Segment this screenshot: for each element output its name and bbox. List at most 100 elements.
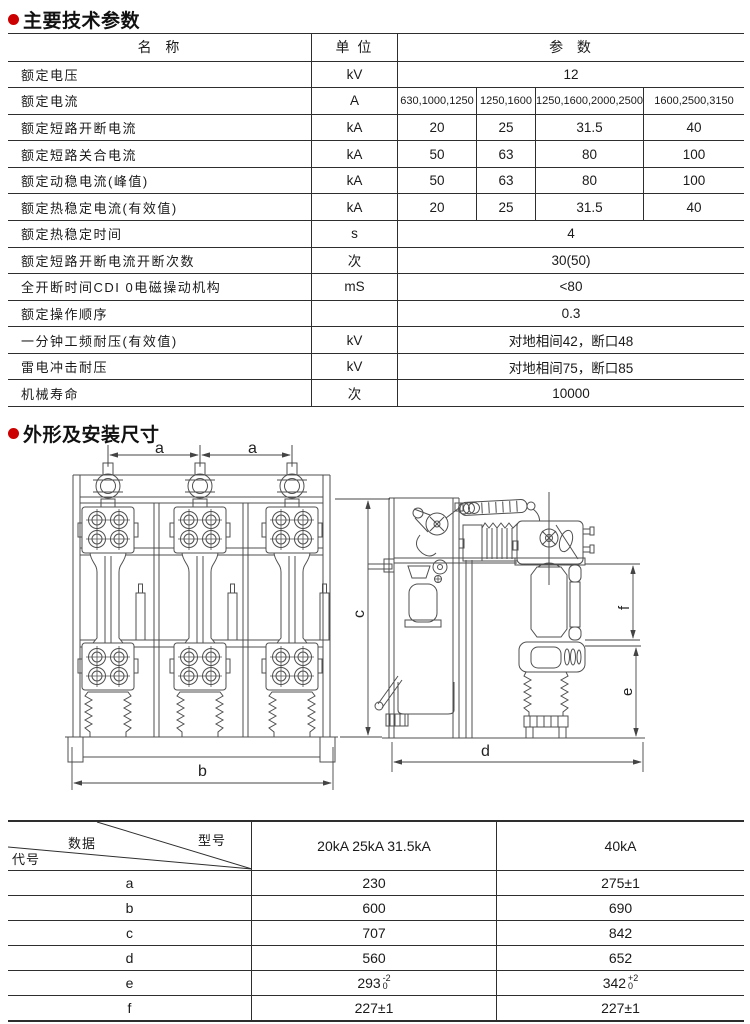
svg-text:a: a — [155, 440, 164, 457]
param-unit: kV — [312, 60, 398, 88]
param-value: 20 — [398, 113, 477, 141]
dim-value: 652 — [497, 945, 744, 970]
param-unit: kA — [312, 166, 398, 194]
param-name: 额定电流 — [8, 87, 312, 114]
param-name: 额定电压 — [8, 60, 312, 88]
dim-value: 707 — [252, 920, 497, 945]
pole — [77, 445, 146, 738]
svg-text:f: f — [616, 605, 633, 610]
corner-label-data: 数据 — [68, 836, 97, 851]
dim-b — [71, 747, 334, 790]
param-value: 12 — [398, 60, 744, 88]
param-unit: kA — [312, 113, 398, 141]
param-value: 25 — [477, 113, 536, 141]
param-unit: 次 — [312, 246, 398, 274]
param-value: 100 — [644, 166, 744, 194]
param-value: 40 — [644, 113, 744, 141]
outline-dimension-drawing: a a b c — [65, 440, 645, 790]
param-value: 80 — [536, 140, 644, 167]
param-value: 31.5 — [536, 193, 644, 220]
svg-text:d: d — [481, 743, 490, 760]
param-unit: A — [312, 87, 398, 114]
svg-text:e: e — [619, 688, 636, 696]
col-header-param: 参 数 — [549, 39, 593, 56]
dim-value: 227±1 — [497, 995, 744, 1020]
red-bullet-icon — [8, 14, 19, 25]
dim-value: 275±1 — [497, 870, 744, 895]
param-unit: kV — [312, 352, 398, 380]
param-name: 额定短路开断电流 — [8, 113, 312, 141]
param-name: 额定短路开断电流开断次数 — [8, 246, 312, 274]
dim-value: 600 — [252, 895, 497, 920]
corner-label-model: 型号 — [198, 833, 227, 848]
corner-header-cell: 数据 型号代号 — [8, 822, 252, 870]
param-value: 25 — [477, 193, 536, 220]
corner-label-code: 代号 — [12, 852, 41, 867]
param-unit: mS — [312, 273, 398, 300]
param-name: 雷电冲击耐压 — [8, 352, 312, 380]
front-view — [65, 445, 338, 763]
param-value: 4 — [398, 219, 744, 247]
param-value: 1250,1600 — [477, 87, 536, 114]
param-name: 额定短路关合电流 — [8, 140, 312, 167]
param-unit: kA — [312, 140, 398, 167]
dim-value: 560 — [252, 945, 497, 970]
param-unit: 次 — [312, 379, 398, 406]
dim-c — [335, 498, 390, 738]
param-name: 一分钟工频耐压(有效值) — [8, 326, 312, 353]
param-value: 1250,1600,2000,2500 — [536, 87, 644, 114]
dim-e — [585, 645, 641, 737]
dim-code: b — [8, 895, 252, 920]
param-value: 50 — [398, 166, 477, 194]
section-title-main-params: 主要技术参数 — [8, 6, 140, 33]
pole — [261, 445, 330, 738]
dim-value: 230 — [252, 870, 497, 895]
dim-value: 842 — [497, 920, 744, 945]
dim-value: 227±1 — [252, 995, 497, 1020]
dim-code: e — [8, 970, 252, 995]
dim-a — [107, 445, 293, 466]
param-unit: s — [312, 219, 398, 247]
param-name: 额定热稳定时间 — [8, 219, 312, 247]
param-value: 对地相间42，断口48 — [398, 326, 744, 353]
dim-f — [585, 563, 640, 641]
param-unit: kA — [312, 193, 398, 220]
red-bullet-icon — [8, 428, 19, 439]
param-name: 机械寿命 — [8, 379, 312, 406]
param-value: 31.5 — [536, 113, 644, 141]
param-unit — [312, 299, 398, 327]
param-value: 63 — [477, 140, 536, 167]
param-name: 额定操作顺序 — [8, 299, 312, 327]
param-value: 80 — [536, 166, 644, 194]
param-value: 10000 — [398, 379, 744, 406]
svg-text:a: a — [248, 440, 257, 457]
param-value: 100 — [644, 140, 744, 167]
svg-text:c: c — [351, 610, 368, 618]
param-value: 630,1000,1250 — [398, 87, 477, 114]
param-value: 1600,2500,3150 — [644, 87, 744, 114]
dim-value: 690 — [497, 895, 744, 920]
param-unit: kV — [312, 326, 398, 353]
model-column-header: 20kA 25kA 31.5kA — [252, 822, 497, 870]
param-value: 63 — [477, 166, 536, 194]
dim-code: f — [8, 995, 252, 1020]
param-value: 50 — [398, 140, 477, 167]
dim-d — [391, 742, 644, 772]
param-value: 0.3 — [398, 299, 744, 327]
pole — [169, 445, 238, 738]
param-value: <80 — [398, 273, 744, 300]
col-header-unit: 单 位 — [312, 34, 398, 61]
param-value: 对地相间75，断口85 — [398, 352, 744, 380]
section-title-dimensions: 外形及安装尺寸 — [8, 420, 160, 447]
dim-code: c — [8, 920, 252, 945]
section-title-text: 外形及安装尺寸 — [23, 425, 160, 446]
param-name: 额定热稳定电流(有效值) — [8, 193, 312, 220]
dim-code: a — [8, 870, 252, 895]
param-name: 全开断时间CDI 0电磁操动机构 — [8, 273, 312, 300]
param-value: 30(50) — [398, 246, 744, 274]
side-view — [367, 492, 645, 739]
